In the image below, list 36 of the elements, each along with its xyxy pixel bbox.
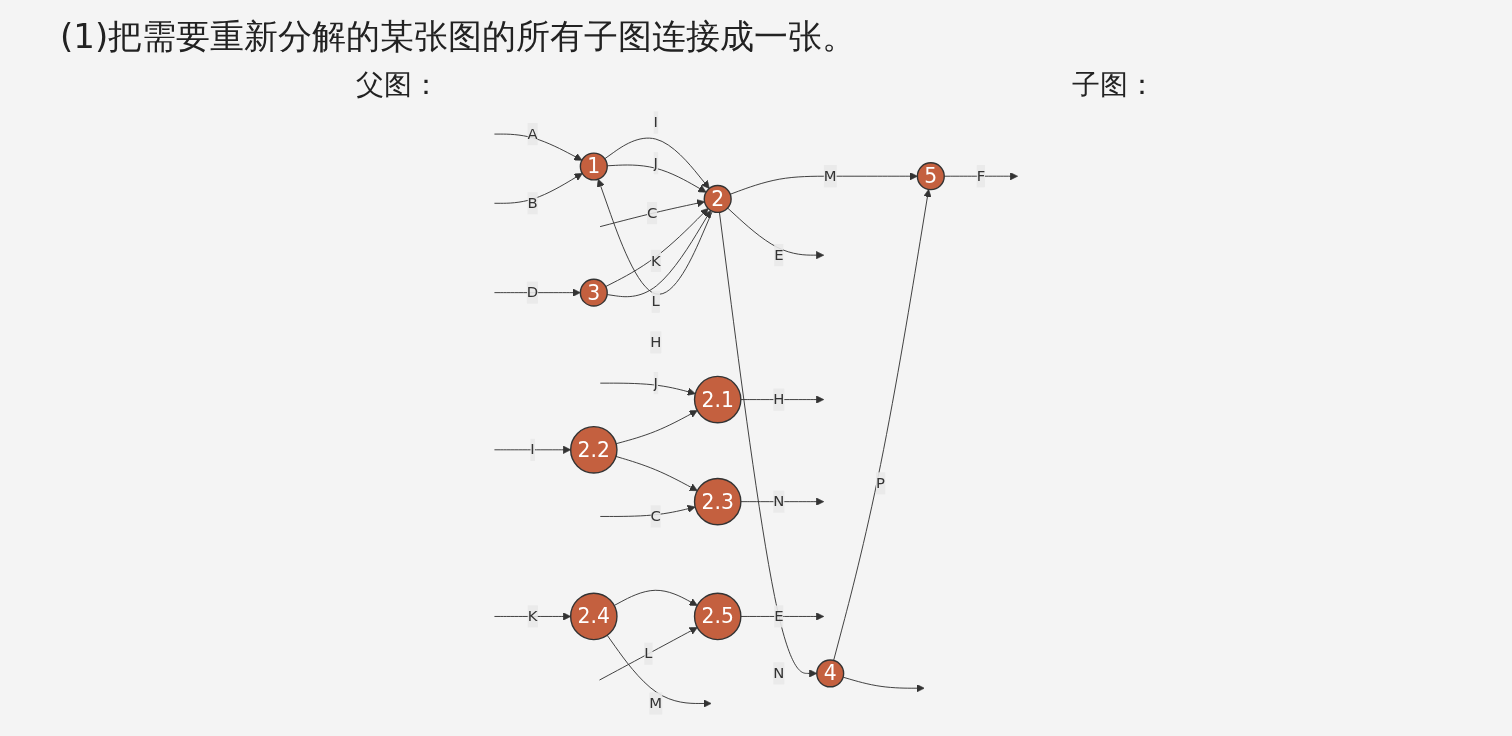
edge-label: L [651,290,660,313]
edge-label: K [527,605,538,628]
edge-label: I [653,111,658,134]
slide-title: (1)把需要重新分解的某张图的所有子图连接成一张。 [60,15,858,58]
edge-label: M [649,692,663,715]
process-circle: 1 [579,152,608,181]
process-circle: 2.4 [569,592,618,641]
edge-label: K [650,249,661,273]
edge-label: D [526,281,539,304]
edge-label: N [773,662,785,685]
section-heading: 父图： [356,67,440,103]
edge-label: F [976,165,986,188]
edge-label: N [773,490,785,513]
process-circle: 2 [703,184,732,213]
edge-label: P [876,472,885,495]
process-circle: 2.1 [693,375,742,424]
process-circle: 2.5 [693,592,742,641]
edge-label: M [823,165,837,188]
section-heading: 子图： [1072,67,1156,103]
edge-label: E [774,244,784,267]
edge-label: C [650,505,661,528]
edge-label: C [646,201,658,225]
process-circle: 3 [579,278,608,307]
edge-label: H [650,331,662,354]
edge-label: A [527,123,538,146]
edge-label: H [773,388,785,411]
process-circle: 2.2 [569,425,618,474]
edge-label: B [527,192,538,215]
edge-label: I [530,438,535,461]
process-circle: 5 [916,162,945,191]
edge-label: E [774,605,784,628]
process-circle: 4 [816,659,845,688]
edge-label: J [653,372,658,395]
process-circle: 2.3 [693,477,742,526]
edge-label: L [644,642,653,665]
edge-label: J [653,152,658,175]
